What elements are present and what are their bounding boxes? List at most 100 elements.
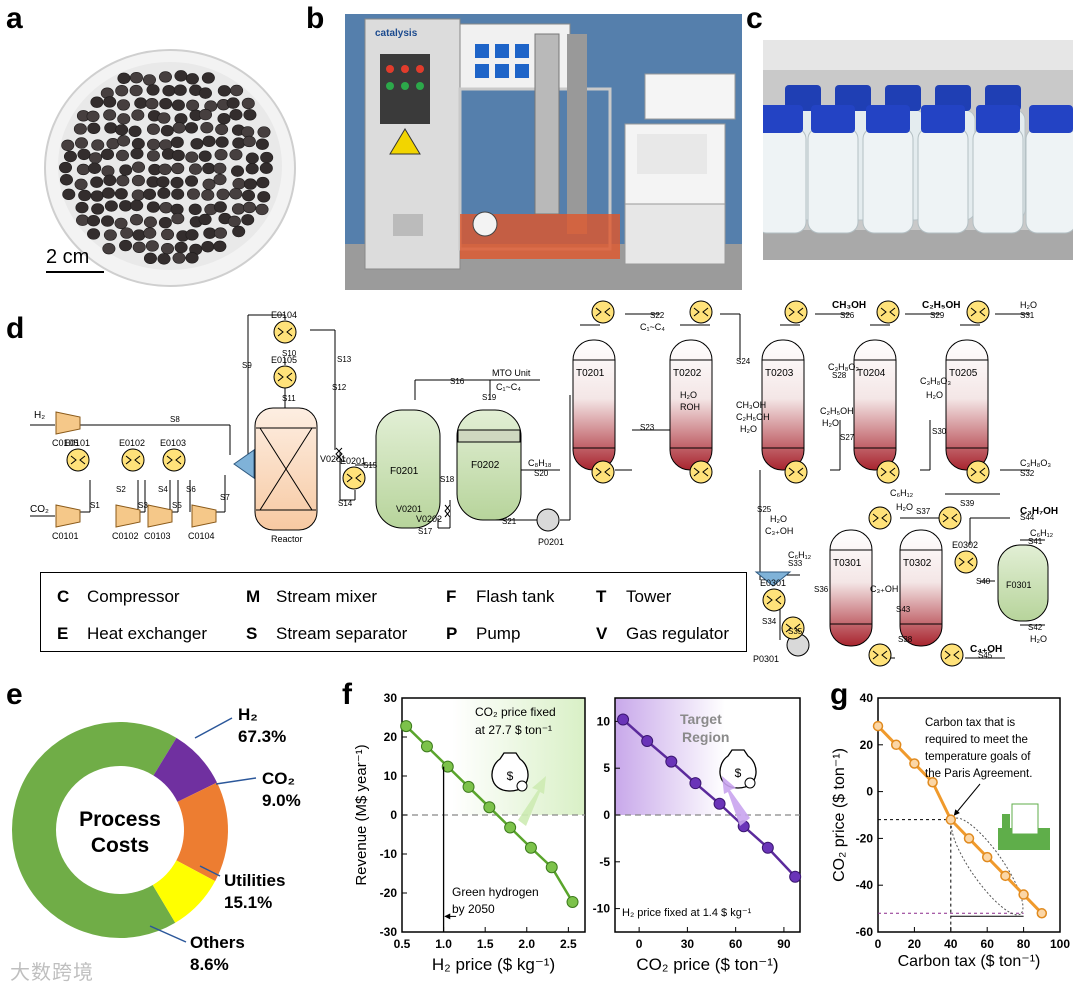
diagram-label: CH₃OH — [832, 300, 866, 311]
diagram-label: C₆H₁₂ — [1030, 528, 1054, 538]
heat-exchanger-coil — [880, 307, 896, 317]
heat-exchanger-icon — [954, 550, 978, 574]
process-costs-donut-chart: ProcessCostsH₂67.3%CO₂9.0%Utilities15.1%… — [12, 705, 301, 974]
heat-exchanger-icon — [273, 320, 297, 344]
y-tick-label: 10 — [597, 714, 611, 728]
diagram-label: T0301 — [833, 558, 862, 569]
y-tick-label: 20 — [384, 730, 398, 744]
diagram-label: S29 — [930, 311, 945, 320]
distillation-tower — [853, 339, 897, 471]
legend-label: Tower — [626, 587, 672, 606]
plus-badge-icon — [516, 780, 528, 792]
diagram-label: T0203 — [765, 368, 794, 379]
diagram-label: Reactor — [271, 534, 303, 544]
donut-slice-value: 67.3% — [238, 727, 286, 746]
annotation-arrow — [953, 783, 981, 816]
heat-exchanger-icon — [689, 300, 713, 324]
scale-bar — [46, 271, 104, 273]
annotation-text: CO₂ price fixed — [475, 705, 556, 719]
reactor-rig-photo: catalysis — [345, 14, 742, 290]
diagram-label: C₃₊OH — [765, 526, 793, 536]
diagram-label: S10 — [282, 349, 297, 358]
diagram-label: C0105 — [52, 438, 79, 448]
diagram-label: E0302 — [952, 540, 978, 550]
upward-arrow-icon — [722, 776, 750, 826]
diagram-label: E0301 — [760, 578, 786, 588]
diagram-label: C0103 — [144, 531, 171, 541]
donut-slice-name: Others — [190, 933, 245, 952]
heat-exchanger-icon — [966, 460, 990, 484]
legend-label: Stream mixer — [276, 587, 378, 606]
donut-slice-name: H₂ — [238, 705, 258, 724]
annotation-text: temperature goals of — [925, 751, 1031, 763]
diagram-label: H₂O — [926, 390, 943, 400]
x-tick-label: 2.0 — [518, 937, 535, 951]
diagram-label: E0101 — [64, 438, 90, 448]
upward-arrow-icon — [518, 776, 546, 826]
diagram-label: F0201 — [390, 466, 419, 477]
heat-exchanger-icon — [273, 365, 297, 389]
diagram-label: H₂O — [1020, 300, 1037, 310]
y-tick-label: -40 — [856, 878, 874, 892]
heat-exchanger-coil — [788, 307, 804, 317]
reactor-bed-cross — [259, 427, 313, 511]
data-point — [1036, 908, 1048, 919]
donut-slice — [152, 860, 216, 923]
data-point — [504, 821, 517, 834]
heat-exchanger-coil — [277, 372, 293, 382]
donut-center-label: Costs — [91, 834, 149, 857]
heat-exchanger-icon — [121, 448, 145, 472]
diagram-label: S25 — [757, 505, 772, 514]
y-tick-label: 5 — [603, 761, 610, 775]
legend-key: E — [57, 624, 69, 643]
data-point — [462, 780, 475, 793]
data-point — [761, 841, 774, 854]
heat-exchanger-coil — [595, 467, 611, 477]
legend-label: Stream separator — [276, 624, 408, 643]
gas-regulator-valve — [335, 447, 343, 461]
heat-exchanger-icon — [781, 616, 805, 640]
diagram-label: T0201 — [576, 368, 605, 379]
donut-leader-line — [149, 925, 187, 943]
x-tick-label: 1.0 — [435, 937, 452, 951]
diagram-label: S38 — [898, 635, 913, 644]
compressor-icon — [191, 504, 217, 528]
data-point — [1018, 889, 1029, 900]
heat-exchanger-coil — [346, 473, 362, 483]
heat-exchanger-coil — [785, 623, 801, 633]
heat-exchanger-icon — [868, 506, 892, 530]
diagram-label: F0301 — [1006, 580, 1032, 590]
diagram-label: E0201 — [340, 456, 366, 466]
donut-slice-value: 15.1% — [224, 893, 272, 912]
diagram-label: C₃₊OH — [870, 584, 898, 594]
diagram-label: S2 — [116, 485, 126, 494]
data-point — [483, 801, 496, 814]
watermark: 大数跨境 — [10, 962, 94, 984]
panel-label-e: e — [6, 678, 23, 711]
annotation-text: H₂ price fixed at 1.4 $ kg⁻¹ — [622, 907, 752, 919]
heat-exchanger-coil — [880, 467, 896, 477]
heat-exchanger-icon — [342, 466, 366, 490]
diagram-label: S22 — [650, 311, 665, 320]
diagram-label: CH₃OH — [736, 400, 766, 410]
diagram-label: S36 — [814, 585, 829, 594]
y-tick-label: 0 — [603, 808, 610, 822]
diagram-label: V0201 — [320, 454, 346, 464]
data-point — [872, 720, 884, 732]
legend-label: Flash tank — [476, 587, 555, 606]
data-point — [641, 735, 654, 748]
diagram-label: S37 — [916, 507, 931, 516]
diagram-label: T0204 — [857, 368, 886, 379]
plot-frame — [877, 697, 1061, 933]
rig-brand-label: catalysis — [375, 28, 418, 39]
diagram-label: S31 — [1020, 311, 1035, 320]
diagram-label: T0205 — [949, 368, 978, 379]
heat-exchanger-coil — [970, 467, 986, 477]
diagram-label: S7 — [220, 493, 230, 502]
heat-exchanger-icon — [938, 506, 962, 530]
